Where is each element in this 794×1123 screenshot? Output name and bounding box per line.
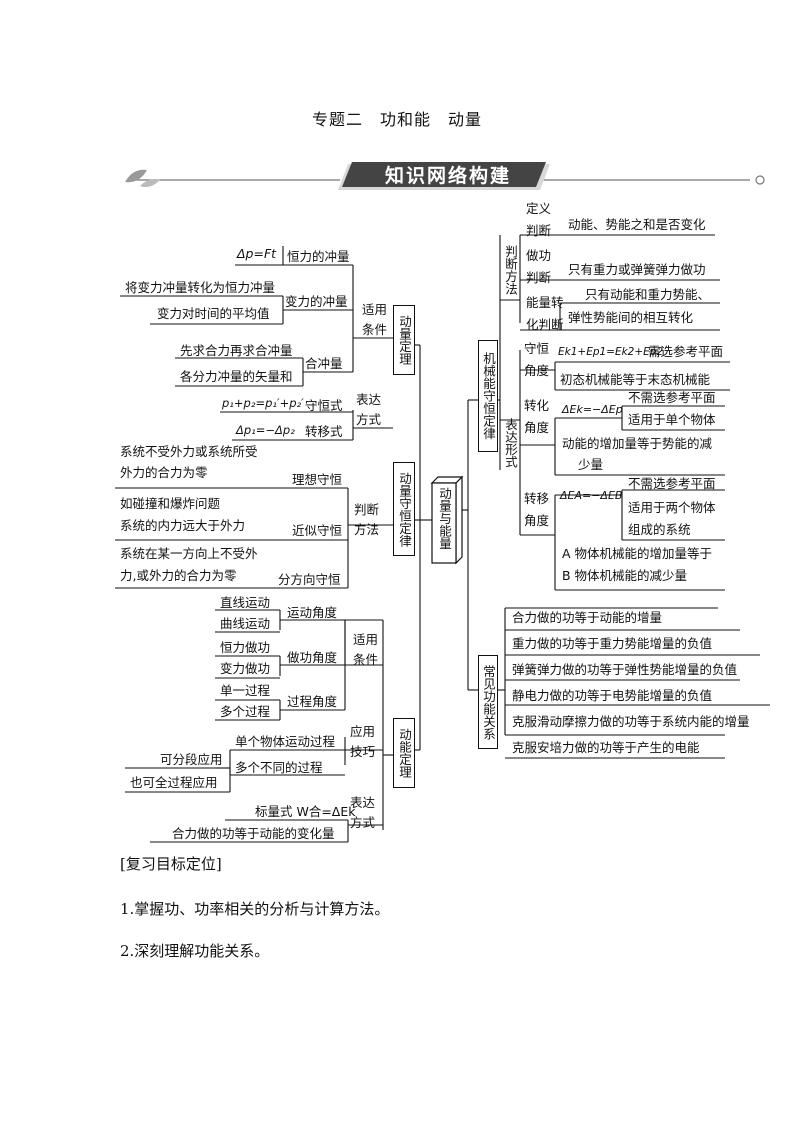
review-item-1: 1.掌握功、功率相关的分析与计算方法。 — [120, 900, 390, 918]
common-relations-box: 常见功能关系 — [478, 655, 498, 749]
ke-condition: 适用条件 — [353, 632, 379, 667]
me-conservation-1: 需选参考平面 — [648, 344, 724, 359]
mc-ideal-1: 系统不受外力或系统所受 — [120, 444, 258, 459]
ke-process-angle: 过程角度 — [287, 694, 338, 709]
me-judge: 判断方法 — [503, 245, 518, 295]
me-conversion-1: 只有动能和重力势能、 — [585, 287, 711, 302]
cr-item: 克服安培力做的功等于产生的电能 — [512, 740, 700, 755]
cr-item: 弹簧弹力做的功等于弹性势能增量的负值 — [512, 662, 738, 677]
center-box-shape — [430, 475, 464, 565]
mt-resultant-2: 各分力冲量的矢量和 — [180, 369, 293, 384]
ke-multi-different: 多个不同的过程 — [235, 760, 323, 775]
ke-technique: 应用技巧 — [350, 724, 376, 759]
mc-direction: 分方向守恒 — [278, 572, 341, 587]
ke-const-force: 恒力做功 — [220, 640, 271, 655]
mt-variable-impulse: 变力的冲量 — [285, 294, 348, 309]
center-topic: 动量与能量 — [437, 487, 452, 550]
me-transform-angle: 转化角度 — [524, 398, 550, 435]
ke-whole: 也可全过程应用 — [130, 775, 218, 790]
leaf-icon — [125, 169, 147, 183]
me-transfer-formula: ΔEA=−ΔEB — [560, 489, 623, 502]
banner-text: 知识网络构建 — [384, 165, 511, 187]
me-expression: 表达形式 — [503, 418, 518, 468]
ke-straight: 直线运动 — [220, 595, 271, 610]
momentum-conservation-box: 动量守恒定律 — [393, 462, 415, 556]
me-definition: 定义判断 — [526, 201, 552, 238]
me-transfer-4: A 物体机械能的增加量等于 — [562, 546, 713, 561]
section-banner — [125, 162, 765, 190]
ke-expression: 表达方式 — [350, 795, 376, 830]
ke-single-object: 单个物体运动过程 — [235, 734, 336, 749]
ke-net-work: 合力做的功等于动能的变化量 — [172, 826, 335, 841]
me-work-1: 只有重力或弹簧弹力做功 — [568, 262, 706, 277]
mt-constant-impulse: 恒力的冲量 — [287, 249, 350, 264]
review-heading: [复习目标定位] — [120, 855, 222, 873]
ke-curve: 曲线运动 — [220, 616, 271, 631]
dot-icon — [755, 175, 765, 185]
me-transfer-3: 组成的系统 — [628, 522, 691, 537]
cr-item: 静电力做的功等于电势能增量的负值 — [512, 688, 713, 703]
me-transfer-5: B 物体机械能的减少量 — [562, 568, 688, 583]
cr-item: 克服滑动摩擦力做的功等于系统内能的增量 — [512, 714, 750, 729]
mc-approx-2: 系统的内力远大于外力 — [120, 518, 246, 533]
mc-transfer-formula: Δp₁=−Δp₂ — [236, 423, 295, 437]
mt-resultant: 合冲量 — [305, 356, 343, 371]
mc-expression: 表达方式 — [356, 392, 382, 427]
me-conservation-formula: Ek1+Ep1=Ek2+Ep2 — [558, 346, 664, 358]
me-conversion: 能量转化判断 — [526, 295, 564, 332]
ke-var-force: 变力做功 — [220, 661, 271, 676]
me-transfer-angle: 转移角度 — [524, 491, 550, 528]
mc-judge: 判断方法 — [354, 502, 380, 537]
mc-approx-1: 如碰撞和爆炸问题 — [120, 496, 221, 511]
ke-scalar-formula: 标量式 W合=ΔEk — [255, 804, 356, 819]
ke-segment: 可分段应用 — [160, 752, 223, 767]
me-definition-1: 动能、势能之和是否变化 — [568, 217, 706, 232]
me-transform-3: 动能的增加量等于势能的减 — [562, 436, 713, 451]
ke-multi-process: 多个过程 — [220, 704, 271, 719]
mt-variable-1: 将变力冲量转化为恒力冲量 — [125, 280, 276, 295]
me-transform-4: 少量 — [578, 457, 604, 472]
ke-single-process: 单一过程 — [220, 683, 271, 698]
me-transform-formula: ΔEk=−ΔEp — [562, 403, 623, 416]
mc-approx: 近似守恒 — [292, 523, 343, 538]
mt-condition: 适用条件 — [362, 302, 388, 337]
me-transform-1: 不需选参考平面 — [628, 390, 716, 405]
mc-conserved-formula: p₁+p₂=p₁′+p₂′ — [222, 396, 304, 410]
momentum-theorem-box: 动量定理 — [393, 305, 415, 375]
ke-motion-angle: 运动角度 — [287, 605, 338, 620]
review-item-2: 2.深刻理解功能关系。 — [120, 942, 270, 960]
mc-ideal-2: 外力的合力为零 — [120, 465, 208, 480]
cr-item: 重力做的功等于重力势能增量的负值 — [512, 636, 713, 651]
mc-ideal: 理想守恒 — [292, 472, 343, 487]
ke-work-angle: 做功角度 — [287, 650, 338, 665]
mt-resultant-1: 先求合力再求合冲量 — [180, 343, 293, 358]
me-work: 做功判断 — [526, 248, 552, 285]
me-conservation-2: 初态机械能等于末态机械能 — [560, 372, 711, 387]
cr-item: 合力做的功等于动能的增量 — [512, 610, 663, 625]
mech-energy-conservation-box: 机械能守恒定律 — [478, 340, 498, 452]
mc-transfer: 转移式 — [305, 424, 343, 439]
me-transform-2: 适用于单个物体 — [628, 412, 716, 427]
mt-constant-formula: Δp=Ft — [237, 246, 277, 261]
mc-conserved: 守恒式 — [305, 398, 343, 413]
me-transfer-1: 不需选参考平面 — [628, 476, 716, 491]
mt-variable-2: 变力对时间的平均值 — [157, 306, 270, 321]
page-title: 专题二 功和能 动量 — [311, 110, 482, 129]
mc-direction-2: 力,或外力的合力为零 — [120, 568, 237, 583]
mc-direction-1: 系统在某一方向上不受外 — [120, 546, 258, 561]
kinetic-energy-theorem-box: 动能定理 — [393, 718, 415, 788]
me-transfer-2: 适用于两个物体 — [628, 500, 716, 515]
me-conversion-2: 弹性势能间的相互转化 — [568, 310, 694, 325]
me-conservation-angle: 守恒角度 — [524, 341, 550, 378]
